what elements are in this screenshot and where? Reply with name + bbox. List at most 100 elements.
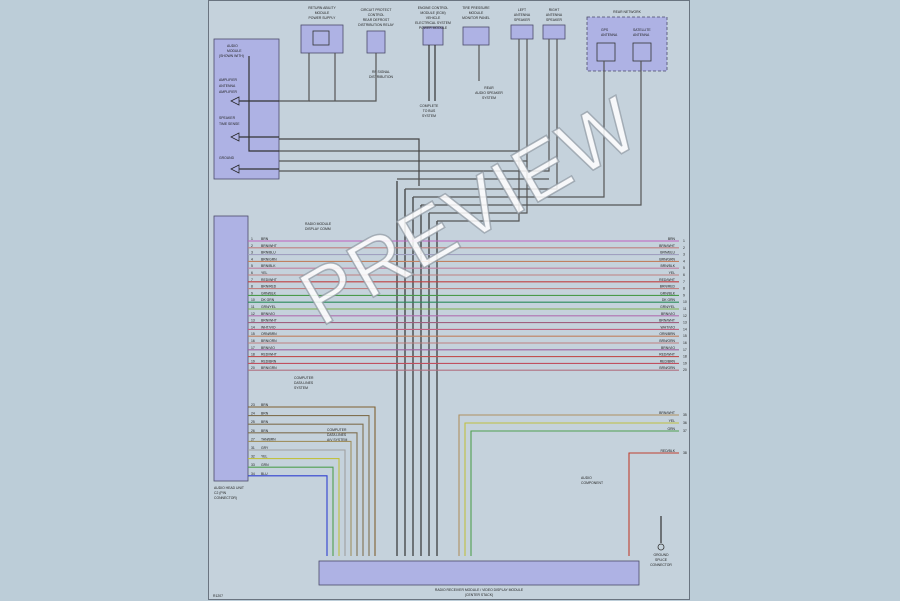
wire-row-code: YEL (261, 271, 268, 275)
top-module-2 (422, 26, 444, 46)
right-row-pin: 35 (683, 413, 687, 417)
audio-module-internal-lines (239, 56, 279, 170)
lower-row-code: BRN (261, 412, 269, 416)
wire-row-code-right: BRN/WHT (659, 319, 675, 323)
right-row-pin: 37 (683, 429, 687, 433)
bottom-module-label-1: (CENTER STACK) (465, 593, 493, 597)
wire-row-code: BRN/BLK (261, 264, 276, 268)
wire-row-code: GRN/YEL (261, 305, 276, 309)
lower-row-25: 25 BRN (248, 420, 364, 556)
note-2-l1: AUDIO SPEAKER (475, 91, 503, 95)
wire-row-code: BRN/VIO (261, 312, 275, 316)
right-row-code: BRN/WHT (659, 411, 675, 415)
wire-row-code-right: BRN (668, 237, 676, 241)
lower-row-pin: 25 (251, 420, 255, 424)
top-module-0-relay (312, 30, 330, 46)
bus-label-1: DISPLAY COMM (305, 227, 331, 231)
wire-row-code-right: DK GRN (662, 298, 676, 302)
gps-label-1: ANTENNA (601, 33, 618, 37)
wire-row-pin: 3 (251, 251, 253, 255)
lower-row-code: YEL (261, 455, 268, 459)
connector-label-1: C2 (PIN (214, 491, 227, 495)
top-module-labels: RETURN ABILITY MODULE POWER SUPPLY CIRCU… (308, 6, 651, 37)
note-4-l2: A/V SYSTEM (327, 438, 348, 442)
top-module-1-l2: REAR DEFROST (363, 18, 390, 22)
right-row-code: YEL (669, 419, 676, 423)
top-module-4-l0: LEFT (518, 8, 526, 12)
note-1-l0: COMPLETE (420, 104, 439, 108)
audio-module-item-2: ANTENNA (219, 84, 236, 88)
wire-row-code-right: BRN/WHT (659, 244, 675, 248)
top-module-1-l3: DISTRIBUTION RELAY (358, 23, 394, 27)
note-5-l1: COMPONENT (581, 481, 603, 485)
top-module-1 (366, 30, 386, 54)
wire-row-code-right: BRN/GRN (659, 366, 675, 370)
wire-row-pin-right: 10 (683, 300, 687, 304)
right-row-code: RED/BLK (660, 449, 675, 453)
wire-row-code: BRN/GRN (261, 257, 277, 261)
note-1-l1: TO BUS (423, 109, 436, 113)
lower-row-pin: 23 (251, 403, 255, 407)
wire-row-pin: 8 (251, 285, 253, 289)
gps-antenna-module (596, 42, 616, 62)
wire-row-code: RED/WHT (261, 353, 277, 357)
bus-label-0: RADIO MODULE (305, 222, 332, 226)
right-row-pin: 36 (683, 421, 687, 425)
top-module-1-l1: CONTROL (368, 13, 385, 17)
lower-row-pin: 27 (251, 437, 255, 441)
bottom-radio-module (318, 560, 640, 586)
wire-row-pin: 6 (251, 271, 253, 275)
lower-row-code: BRN (261, 420, 269, 424)
wire-row-code-right: BRN/VIO (661, 312, 675, 316)
wire-row-pin: 4 (251, 257, 253, 261)
wire-row-pin-right: 1 (683, 239, 685, 243)
right-row-pin: 38 (683, 451, 687, 455)
note-1-l2: SYSTEM (422, 114, 436, 118)
wire-row-code-right: RED/WHT (659, 353, 675, 357)
wire-row-code: RED/BRN (261, 359, 277, 363)
lower-row-pin: 34 (251, 472, 255, 476)
top-module-3-l2: MONITOR PANEL (462, 16, 490, 20)
top-module-2-l1: MODULE (ECM) (420, 11, 445, 15)
connector-label-0: AUDIO HEAD UNIT (214, 486, 244, 490)
wire-row-code: WHT/VIO (261, 325, 276, 329)
wire-row-pin: 10 (251, 298, 255, 302)
lower-row-pin: 26 (251, 429, 255, 433)
rear-network-title: REAR NETWORK (613, 10, 641, 14)
wire-row-10: 10 DK GRN DK GRN 10 (248, 298, 687, 304)
wire-row-pin: 16 (251, 339, 255, 343)
top-module-2-l2: VEHICLE (426, 16, 441, 20)
wire-row-pin: 11 (251, 305, 255, 309)
wire-row-pin-right: 4 (683, 259, 685, 263)
top-module-3-l1: MODULE (469, 11, 484, 15)
top-module-5-l2: SPEAKER (546, 18, 563, 22)
sheet-code: R1207 (213, 594, 223, 598)
wire-row-pin-right: 16 (683, 341, 687, 345)
lower-row-pin: 24 (251, 412, 255, 416)
wire-row-pin-right: 12 (683, 314, 687, 318)
wire-row-code: DK GRN (261, 298, 275, 302)
top-module-0-l0: RETURN ABILITY (308, 6, 336, 10)
top-module-5 (542, 24, 566, 40)
wire-row-pin: 14 (251, 325, 255, 329)
right-row-code: GRN (667, 427, 675, 431)
wire-row-pin-right: 9 (683, 293, 685, 297)
wire-row-pin-right: 5 (683, 266, 685, 270)
top-module-0-l2: POWER SUPPLY (309, 16, 337, 20)
wire-row-code: BRN/BLU (261, 251, 276, 255)
vertical-wires (279, 39, 642, 556)
top-module-0-l1: MODULE (315, 11, 330, 15)
lower-row-code: GRY (261, 446, 269, 450)
wire-row-pin: 18 (251, 353, 255, 357)
